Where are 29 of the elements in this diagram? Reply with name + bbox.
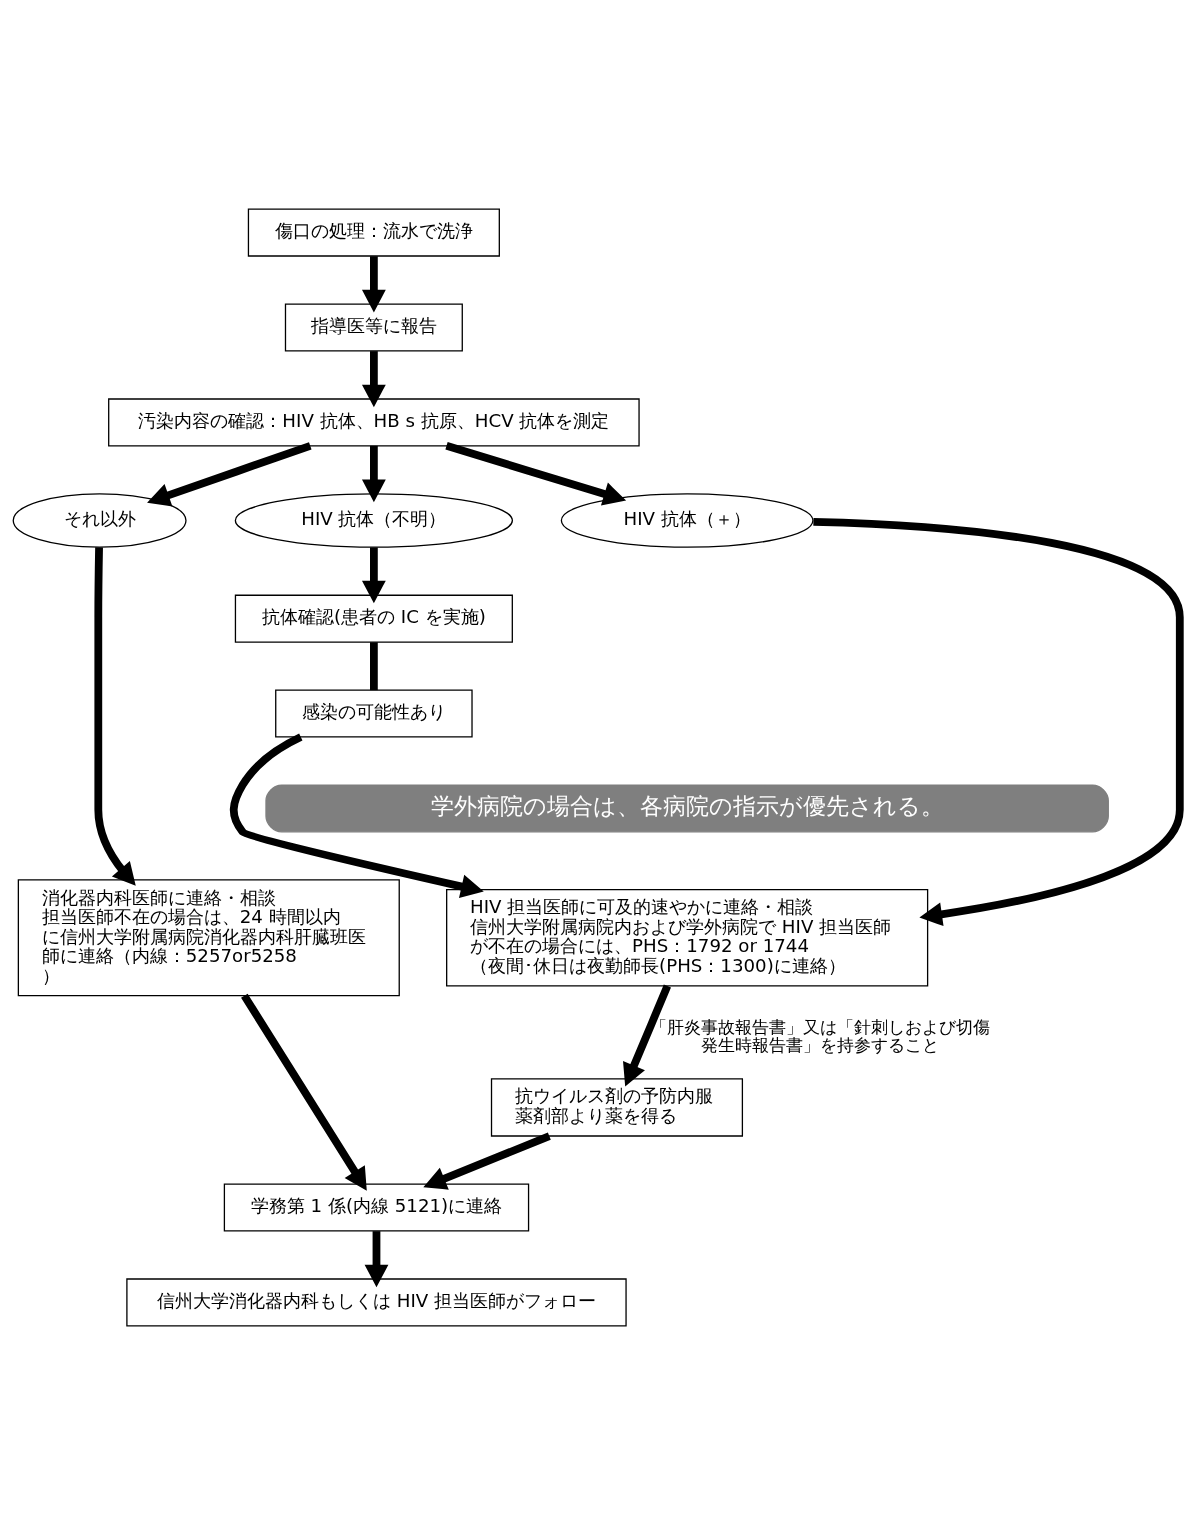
arrow bbox=[361, 350, 386, 407]
node-box: 学外病院の場合は、各病院の指示が優先される。 bbox=[265, 783, 1109, 832]
node-box: 指導医等に報告 bbox=[284, 302, 463, 352]
arrow bbox=[623, 984, 671, 1086]
arrow bbox=[147, 441, 312, 506]
node-box: 信州大学消化器内科もしくは HIV 担当医師がフォロー bbox=[126, 1277, 627, 1326]
arrow bbox=[361, 546, 386, 603]
node-ellipse: HIV 抗体（＋） bbox=[560, 492, 814, 548]
node-box: 学務第 1 係(内線 5121)に連絡 bbox=[223, 1182, 530, 1232]
node-ellipse: HIV 抗体（不明） bbox=[234, 492, 514, 548]
node-ellipse: それ以外 bbox=[12, 492, 187, 548]
arrow bbox=[94, 546, 136, 886]
edge-label: 「肝炎事故報告書」又は「針刺しおよび切傷発生時報告書」を持参すること bbox=[650, 1016, 991, 1055]
node-box: 抗体確認(患者の IC を実施) bbox=[234, 594, 513, 643]
node-box: 感染の可能性あり bbox=[275, 689, 473, 738]
arrow bbox=[241, 993, 367, 1191]
node-box: 傷口の処理：流水で洗浄 bbox=[247, 208, 500, 257]
arrow bbox=[229, 733, 484, 898]
node-box: HIV 担当医師に可及的速やかに連絡・相談 信州大学附属病院内および学外病院で HIV 担当医師が不在の場合には、PHS：1792 or 1744 （夜間･休日は夜勤師長(PHS：1300)に連絡） bbox=[446, 888, 929, 987]
connector bbox=[370, 641, 378, 690]
node-box: 消化器内科医師に連絡・相談 担当医師不在の場合は、24 時間以内に信州大学附属病院消化器内科肝臓班医師に連絡（内線：5257or5258） bbox=[17, 878, 400, 996]
arrow bbox=[813, 517, 1184, 926]
node-box: 汚染内容の確認：HIV 抗体、HB s 抗原、HCV 抗体を測定 bbox=[108, 397, 640, 446]
arrow bbox=[361, 255, 386, 312]
arrow bbox=[445, 441, 627, 505]
arrow bbox=[364, 1230, 389, 1287]
node-box: 抗ウイルス剤の予防内服 薬剤部より薬を得る bbox=[490, 1077, 744, 1137]
arrow bbox=[361, 445, 386, 502]
arrow bbox=[423, 1132, 551, 1190]
